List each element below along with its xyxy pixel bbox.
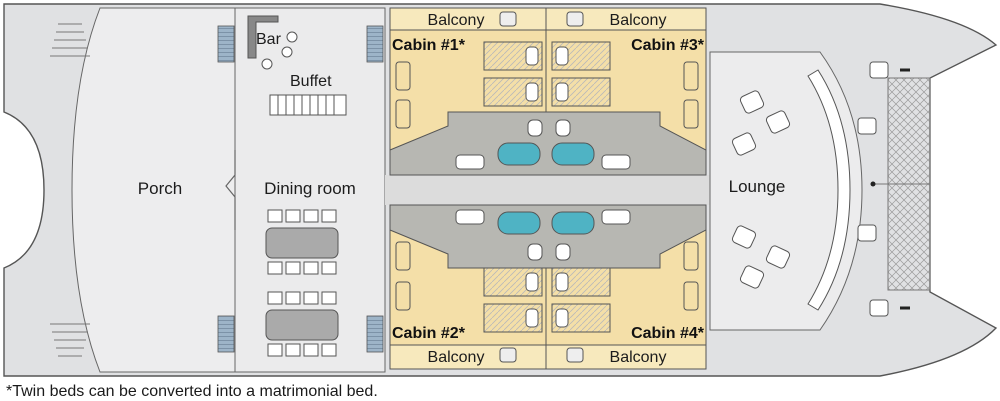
porch-label: Porch [138,179,182,198]
balcony-chairs [499,11,584,363]
deck-plan: Porch Dining room Bar Buffet Lounge Balc… [3,3,998,377]
porch-steps-bottom [50,323,90,357]
sinks [455,154,631,225]
cabin-2-label: Cabin #2* [392,325,466,342]
bar-counter [247,15,279,59]
balcony-1-label: Balcony [428,12,485,29]
lounge-armchairs [731,90,791,289]
toilets [527,119,571,261]
dining-room-label: Dining room [264,179,356,198]
bow-cleats [900,68,910,310]
balcony-3 [545,7,707,31]
balcony-2-label: Balcony [428,349,485,366]
dining-table-2 [265,291,339,357]
corridor [385,175,710,205]
cabin-windows [395,61,699,311]
balcony-3-label: Balcony [610,12,667,29]
porch-steps-top [50,23,90,57]
lounge-sofa [807,69,851,311]
buffet-counter [269,94,347,116]
bar-label: Bar [256,31,282,48]
footnote: *Twin beds can be converted into a matri… [6,383,378,400]
buffet-label: Buffet [290,73,332,90]
bed-pillows [525,46,569,328]
anchor-point [870,181,876,187]
dining-table-1 [265,209,339,275]
dining-room-area [234,7,386,373]
cabin-4-label: Cabin #4* [631,325,705,342]
bow-fixtures [857,61,889,317]
cabin-1-label: Cabin #1* [392,37,466,54]
balcony-2 [389,344,547,370]
lounge-area [709,51,863,331]
bar-stools [261,31,298,70]
cabin-3-label: Cabin #3* [631,37,705,54]
porch-area [71,7,236,373]
dining-door [225,150,236,230]
balcony-4-label: Balcony [610,349,667,366]
lounge-label: Lounge [729,177,786,196]
bathtubs [497,142,595,235]
